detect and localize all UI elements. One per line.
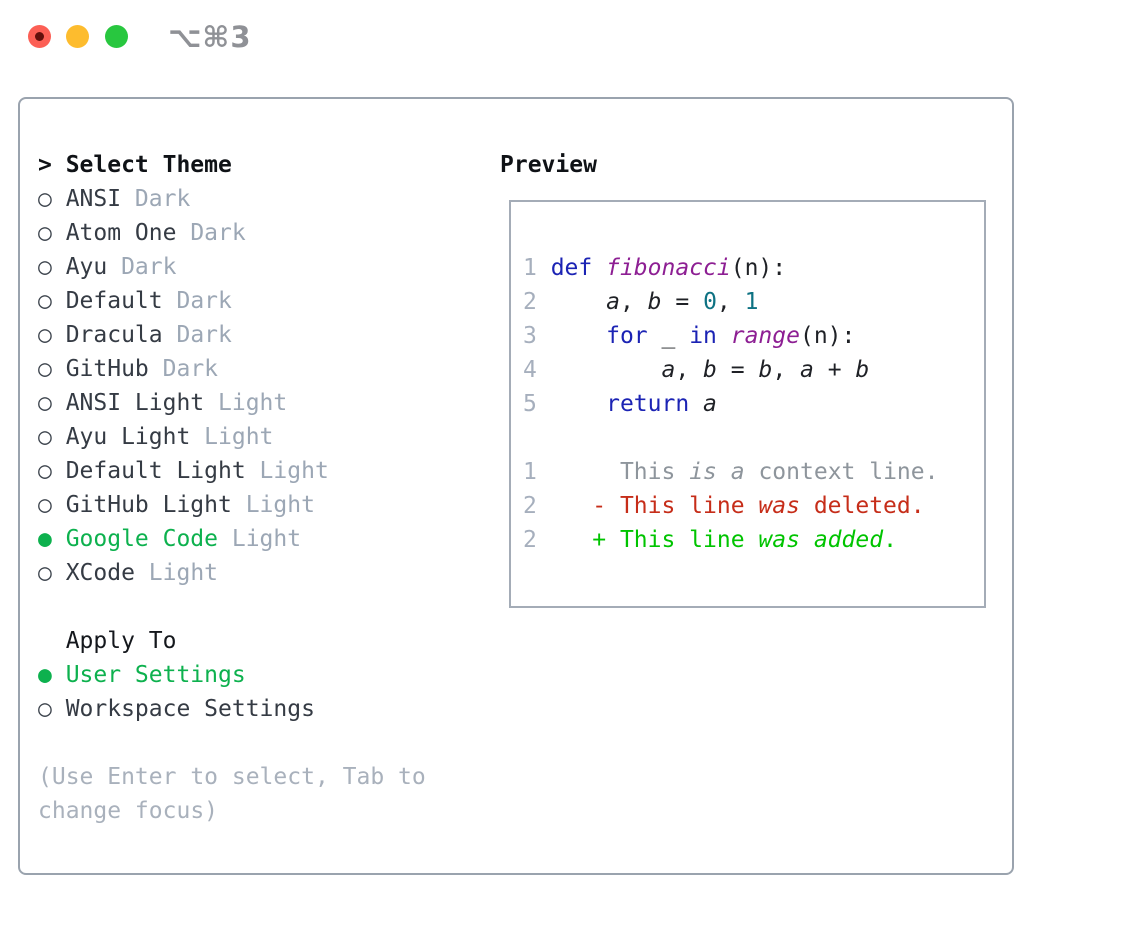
- theme-option-ayu[interactable]: ○ Ayu Dark: [38, 250, 426, 284]
- theme-name: Ayu Light: [65, 424, 191, 450]
- theme-variant-badge: Light: [190, 424, 274, 450]
- maximize-button[interactable]: [105, 25, 128, 48]
- radio-icon: ○: [38, 492, 52, 518]
- code-line: 2 + This line was added.: [523, 527, 897, 553]
- radio-icon: ○: [38, 424, 52, 450]
- radio-icon: ○: [38, 288, 52, 314]
- theme-name: ANSI: [65, 186, 122, 212]
- radio-icon: ○: [38, 254, 52, 280]
- apply-to-list: ● User Settings ○ Workspace Settings: [38, 658, 426, 726]
- apply-to-header: Apply To: [38, 624, 426, 658]
- window-titlebar: ⌥⌘3: [0, 0, 1140, 74]
- code-line: 2 a, b = 0, 1: [523, 289, 759, 315]
- apply-option-label: User Settings: [65, 662, 246, 688]
- theme-list: ○ ANSI Dark ○ Atom One Dark ○ Ayu Dark ○ Defaul…: [38, 182, 426, 590]
- theme-variant-badge: Dark: [148, 356, 219, 382]
- apply-option-label: Workspace Settings: [65, 696, 315, 722]
- theme-name: Google Code: [65, 526, 219, 552]
- select-theme-title: Select Theme: [65, 152, 232, 178]
- theme-name: XCode: [65, 560, 135, 586]
- preview-header: Preview: [500, 152, 597, 178]
- theme-name: GitHub: [65, 356, 149, 382]
- theme-variant-badge: Light: [204, 390, 288, 416]
- select-theme-header: > Select Theme: [38, 148, 426, 182]
- theme-variant-badge: Dark: [162, 322, 232, 348]
- radio-selected-icon: ●: [38, 662, 52, 688]
- window-title: ⌥⌘3: [168, 20, 252, 54]
- theme-option-google-code[interactable]: ● Google Code Light: [38, 522, 426, 556]
- theme-variant-badge: Dark: [107, 254, 177, 280]
- theme-name: Default Light: [65, 458, 246, 484]
- theme-variant-badge: Light: [134, 560, 219, 586]
- theme-option-atom-one[interactable]: ○ Atom One Dark: [38, 216, 426, 250]
- apply-option-user-settings[interactable]: ● User Settings: [38, 658, 426, 692]
- close-button[interactable]: [28, 25, 51, 48]
- theme-picker-panel: > Select Theme ○ ANSI Dark ○ Atom One Dark ○ A…: [18, 97, 1014, 875]
- code-preview: 1 def fibonacci(n): 2 a, b = 0, 1 3 for _ …: [523, 251, 938, 557]
- radio-icon: ○: [38, 322, 52, 348]
- theme-variant-badge: Dark: [121, 186, 191, 212]
- radio-icon: ○: [38, 356, 52, 382]
- radio-icon: ○: [38, 696, 52, 722]
- help-text-line1: (Use Enter to select, Tab to: [38, 764, 426, 790]
- code-line: 1 This is a context line.: [523, 459, 939, 485]
- theme-option-github-light[interactable]: ○ GitHub Light Light: [38, 488, 426, 522]
- prompt-icon: >: [38, 152, 52, 178]
- theme-name: Dracula: [65, 322, 163, 348]
- theme-name: Ayu: [65, 254, 108, 280]
- apply-to-title: Apply To: [65, 628, 177, 654]
- theme-option-ansi-light[interactable]: ○ ANSI Light Light: [38, 386, 426, 420]
- code-line: 1 def fibonacci(n):: [523, 255, 787, 281]
- theme-option-xcode[interactable]: ○ XCode Light: [38, 556, 426, 590]
- spacer: [38, 590, 426, 624]
- theme-variant-badge: Dark: [162, 288, 232, 314]
- theme-variant-badge: Dark: [176, 220, 246, 246]
- theme-option-ayu-light[interactable]: ○ Ayu Light Light: [38, 420, 426, 454]
- code-line: 2 - This line was deleted.: [523, 493, 925, 519]
- help-text-line2: change focus): [38, 798, 219, 824]
- code-line: 4 a, b = b, a + b: [523, 357, 870, 383]
- spacer: [38, 726, 426, 760]
- minimize-button[interactable]: [66, 25, 89, 48]
- radio-icon: ○: [38, 560, 52, 586]
- theme-option-github[interactable]: ○ GitHub Dark: [38, 352, 426, 386]
- radio-selected-icon: ●: [38, 526, 52, 552]
- theme-option-dracula[interactable]: ○ Dracula Dark: [38, 318, 426, 352]
- theme-option-default-light[interactable]: ○ Default Light Light: [38, 454, 426, 488]
- code-line: 5 return a: [523, 391, 717, 417]
- theme-name: Atom One: [65, 220, 177, 246]
- theme-variant-badge: Light: [218, 526, 302, 552]
- theme-variant-badge: Light: [245, 458, 329, 484]
- theme-name: ANSI Light: [65, 390, 205, 416]
- theme-option-ansi[interactable]: ○ ANSI Dark: [38, 182, 426, 216]
- theme-variant-badge: Light: [231, 492, 315, 518]
- radio-icon: ○: [38, 458, 52, 484]
- radio-icon: ○: [38, 390, 52, 416]
- radio-icon: ○: [38, 186, 52, 212]
- theme-menu: > Select Theme ○ ANSI Dark ○ Atom One Dark ○ A…: [38, 148, 426, 828]
- code-line: 3 for _ in range(n):: [523, 323, 856, 349]
- preview-box: 1 def fibonacci(n): 2 a, b = 0, 1 3 for _ …: [509, 200, 986, 608]
- apply-option-workspace-settings[interactable]: ○ Workspace Settings: [38, 692, 426, 726]
- theme-option-default[interactable]: ○ Default Dark: [38, 284, 426, 318]
- radio-icon: ○: [38, 220, 52, 246]
- code-line: [523, 421, 938, 455]
- theme-name: GitHub Light: [65, 492, 232, 518]
- theme-name: Default: [65, 288, 163, 314]
